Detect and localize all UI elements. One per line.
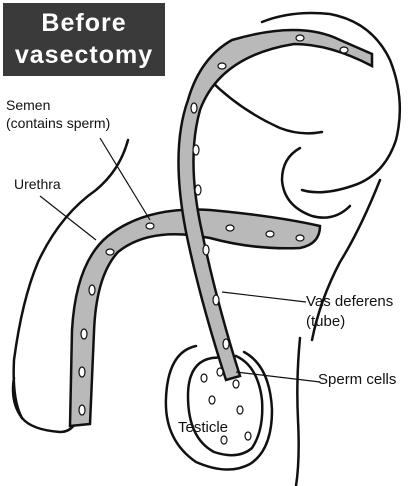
sperm-cell bbox=[226, 225, 234, 231]
label-vas-deferens-line2: (tube) bbox=[306, 313, 345, 330]
sperm-cell bbox=[245, 432, 251, 440]
prostate-outline bbox=[282, 148, 350, 218]
sperm-cell bbox=[106, 249, 114, 255]
sperm-cell bbox=[195, 185, 201, 195]
title-line-2: vasectomy bbox=[3, 41, 165, 70]
label-sperm-cells: Sperm cells bbox=[318, 371, 396, 388]
sperm-cell bbox=[146, 223, 154, 229]
sperm-cell bbox=[237, 406, 243, 414]
scrotum-outline bbox=[166, 346, 272, 470]
sperm-cell bbox=[217, 368, 223, 376]
sperm-cell bbox=[209, 396, 215, 404]
leader-sperm-cells bbox=[236, 372, 320, 382]
label-urethra: Urethra bbox=[14, 176, 61, 193]
sperm-cell bbox=[233, 380, 239, 388]
sperm-cell bbox=[193, 145, 199, 155]
leader-urethra bbox=[40, 196, 96, 240]
title-line-1: Before bbox=[3, 9, 165, 38]
sperm-cell bbox=[81, 329, 87, 339]
leader-vas-deferens bbox=[222, 292, 306, 302]
sperm-cell bbox=[221, 436, 227, 444]
label-testicle: Testicle bbox=[178, 419, 228, 436]
sperm-cell bbox=[203, 245, 209, 255]
label-semen-line2: (contains sperm) bbox=[6, 115, 110, 132]
label-vas-deferens-line1: Vas deferens bbox=[306, 293, 393, 310]
sperm-cell bbox=[89, 285, 95, 295]
sperm-cell bbox=[266, 231, 274, 237]
label-semen-line1: Semen bbox=[6, 97, 50, 114]
sperm-cell bbox=[79, 367, 85, 377]
sperm-cell bbox=[296, 35, 304, 41]
sperm-cell bbox=[191, 103, 197, 113]
sperm-cell bbox=[213, 295, 219, 305]
sperm-cell bbox=[223, 339, 229, 349]
seminal-line bbox=[210, 80, 322, 133]
penis-underside bbox=[13, 378, 22, 418]
sperm-cell bbox=[79, 405, 85, 415]
title-box: Before vasectomy bbox=[3, 3, 165, 76]
sperm-cell bbox=[340, 47, 348, 53]
sperm-cell bbox=[218, 63, 226, 69]
sperm-cell bbox=[296, 235, 304, 241]
leg-outline-right bbox=[296, 338, 300, 486]
sperm-cell bbox=[201, 374, 207, 382]
